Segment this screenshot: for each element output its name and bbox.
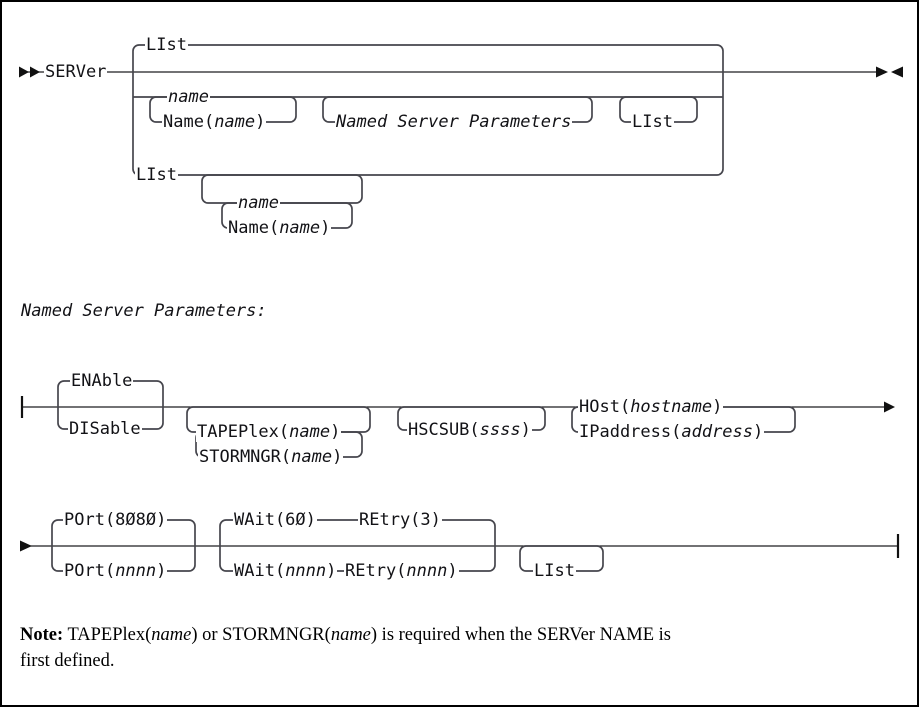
kw-var: name: [289, 422, 331, 442]
note-label: Note:: [20, 625, 64, 645]
keyword-stormngr: STORMNGR(name): [198, 447, 344, 467]
keyword-port-var: POrt(nnnn): [63, 561, 168, 581]
kw-open: Name(: [228, 218, 280, 238]
note-seg: ) or STORMNGR(: [191, 625, 331, 645]
keyword-server: SERVer: [44, 62, 108, 82]
keyword-list-named: LIst: [631, 112, 674, 132]
rail2-lines: [20, 380, 895, 458]
kw-open: WAit(: [234, 561, 286, 581]
kw-open: TAPEPlex(: [197, 422, 290, 442]
kw-close: ): [255, 112, 266, 132]
keyword-port-default: POrt(8Ø8Ø): [63, 510, 168, 530]
kw-close: ): [332, 447, 343, 467]
keyword-wait-var: WAit(nnnn): [233, 561, 338, 581]
kw-open: IPaddress(: [579, 422, 682, 442]
kw-var: name: [279, 218, 321, 238]
kw-var: name: [214, 112, 256, 132]
note-seg: ) is required when the SERVer NAME is: [370, 625, 672, 645]
kw-close: ): [520, 420, 531, 440]
fragment-reference: Named Server Parameters: [335, 112, 573, 132]
kw-var: nnnn: [285, 561, 327, 581]
note-line2: first defined.: [20, 651, 115, 671]
keyword-enable: ENAble: [70, 371, 134, 391]
kw-open: POrt(: [64, 561, 116, 581]
keyword-name-kw: Name(name): [227, 218, 332, 238]
end-arrow-left-icon: [891, 66, 903, 78]
kw-open: HOst(: [579, 397, 631, 417]
kw-close: ): [712, 397, 723, 417]
keyword-retry-default: REtry(3): [358, 510, 442, 530]
keyword-hscsub: HSCSUB(ssss): [407, 420, 532, 440]
start-arrow-icon: [30, 66, 40, 78]
keyword-host: HOst(hostname): [578, 397, 724, 417]
kw-close: ): [320, 218, 331, 238]
end-arrow-right-icon: [876, 66, 888, 78]
kw-var: ssss: [479, 420, 521, 440]
kw-open: REtry(: [345, 561, 407, 581]
keyword-retry-var: REtry(nnnn): [344, 561, 459, 581]
kw-open: Name(: [163, 112, 215, 132]
kw-close: ): [753, 422, 764, 442]
kw-close: ): [330, 422, 341, 442]
note-var: name: [330, 625, 371, 645]
rail1-lines: [19, 44, 903, 229]
kw-close: ): [156, 561, 167, 581]
rail1-alternatives-box: [132, 44, 724, 176]
note-text: Note: TAPEPlex(name) or STORMNGR(name) i…: [20, 622, 710, 674]
kw-open: STORMNGR(: [199, 447, 292, 467]
kw-var: nnnn: [115, 561, 157, 581]
keyword-list-rail3: LIst: [533, 561, 576, 581]
keyword-disable: DISable: [68, 419, 142, 439]
kw-var: nnnn: [406, 561, 448, 581]
variable-name: name: [167, 87, 210, 107]
keyword-ipaddress: IPaddress(address): [578, 422, 765, 442]
rail3-lines: [20, 519, 900, 572]
note-seg: TAPEPlex(: [63, 625, 152, 645]
keyword-list-top: LIst: [145, 35, 188, 55]
continuation-arrow-icon: [20, 540, 32, 552]
start-arrow-icon: [19, 66, 29, 78]
kw-open: HSCSUB(: [408, 420, 480, 440]
rail1-listbranch-optional-loop: [201, 174, 363, 204]
keyword-name-kw: Name(name): [162, 112, 267, 132]
kw-var: address: [681, 422, 754, 442]
keyword-list-branch: LIst: [135, 165, 178, 185]
kw-close: ): [326, 561, 337, 581]
keyword-tapeplex: TAPEPlex(name): [196, 422, 342, 442]
fragment-heading: Named Server Parameters:: [20, 301, 268, 321]
variable-name: name: [237, 193, 280, 213]
continue-arrow-icon: [884, 401, 895, 413]
kw-var: hostname: [630, 397, 713, 417]
keyword-wait-default: WAit(6Ø): [233, 510, 317, 530]
kw-var: name: [291, 447, 333, 467]
kw-close: ): [447, 561, 458, 581]
note-var: name: [151, 625, 192, 645]
